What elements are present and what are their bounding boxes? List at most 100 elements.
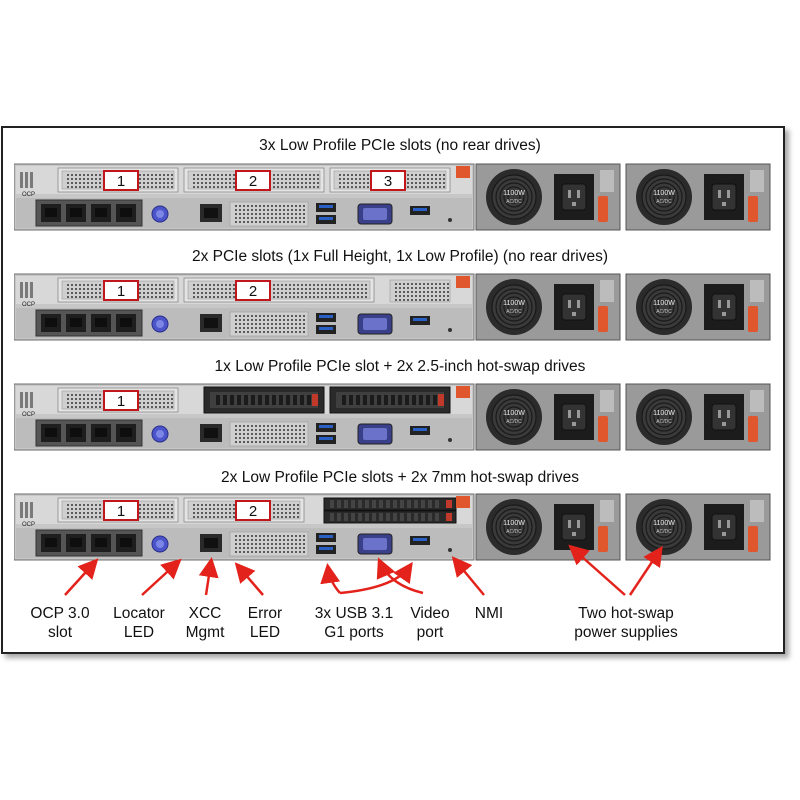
ocp-label: OCP	[22, 522, 35, 528]
psu-subtext: AC/DC	[656, 529, 672, 535]
psu-rating: 1100W	[653, 520, 675, 527]
video-port[interactable]	[357, 423, 393, 445]
callout-error-led: Error LED	[247, 605, 283, 641]
psu-subtext: AC/DC	[506, 419, 522, 425]
video-port[interactable]	[357, 533, 393, 555]
power-supply-1[interactable]: 1100W AC/DC	[475, 273, 621, 341]
config-title-2: 2x PCIe slots (1x Full Height, 1x Low Pr…	[191, 248, 609, 265]
slot-number: 2	[249, 173, 257, 190]
nmi-button[interactable]	[448, 548, 452, 552]
pcie-slot-1[interactable]: 1	[57, 277, 179, 303]
pcie-slot-3[interactable]: 3	[329, 167, 451, 193]
hot-swap-drive-1[interactable]	[203, 386, 325, 414]
latch[interactable]	[456, 386, 470, 398]
psu-rating: 1100W	[503, 300, 525, 307]
hot-swap-drive-2[interactable]	[329, 386, 451, 414]
latch[interactable]	[456, 166, 470, 178]
ocp-label: OCP	[22, 412, 35, 418]
slot-number: 3	[384, 173, 392, 190]
xcc-mgmt-port[interactable]	[200, 424, 222, 442]
7mm-drive-1[interactable]	[323, 497, 457, 511]
pcie-slot-1[interactable]: 1	[57, 387, 179, 413]
psu-subtext: AC/DC	[656, 309, 672, 315]
latch[interactable]	[456, 276, 470, 288]
psu-rating: 1100W	[503, 410, 525, 417]
slot-number: 2	[249, 283, 257, 300]
usb-port[interactable]	[316, 545, 336, 554]
usb-port[interactable]	[316, 423, 336, 432]
usb-port[interactable]	[316, 435, 336, 444]
callout-video-port: Video port	[410, 605, 450, 641]
callout-xcc-mgmt: XCC Mgmt	[185, 605, 225, 641]
vent-grille	[229, 421, 309, 447]
config-title-4: 2x Low Profile PCIe slots + 2x 7mm hot-s…	[221, 469, 579, 486]
ocp-slot[interactable]	[35, 529, 143, 557]
xcc-mgmt-port[interactable]	[200, 534, 222, 552]
psu-rating: 1100W	[653, 190, 675, 197]
psu-rating: 1100W	[653, 300, 675, 307]
server-rear-2: OCP 1 2 1100W AC/DC 1100W AC/DC	[14, 273, 771, 341]
slot-number: 1	[117, 283, 125, 300]
xcc-mgmt-port[interactable]	[200, 204, 222, 222]
psu-subtext: AC/DC	[656, 199, 672, 205]
power-supply-2[interactable]: 1100W AC/DC	[625, 273, 771, 341]
slot-number: 1	[117, 173, 125, 190]
usb-port[interactable]	[316, 533, 336, 542]
usb-port[interactable]	[316, 325, 336, 334]
locator-led-button[interactable]	[151, 315, 169, 333]
pcie-slot-2[interactable]: 2	[183, 497, 305, 523]
usb-port[interactable]	[316, 215, 336, 224]
ocp-slot[interactable]	[35, 309, 143, 337]
ocp-label: OCP	[22, 302, 35, 308]
power-supply-2[interactable]: 1100W AC/DC	[625, 383, 771, 451]
xcc-mgmt-port[interactable]	[200, 314, 222, 332]
usb-port[interactable]	[410, 316, 430, 325]
video-port[interactable]	[357, 313, 393, 335]
latch[interactable]	[456, 496, 470, 508]
nmi-button[interactable]	[448, 218, 452, 222]
locator-led-button[interactable]	[151, 205, 169, 223]
vent-grille	[229, 531, 309, 557]
config-title-1: 3x Low Profile PCIe slots (no rear drive…	[259, 137, 541, 154]
ocp-slot[interactable]	[35, 419, 143, 447]
pcie-slot-1[interactable]: 1	[57, 497, 179, 523]
server-rear-3: OCP 1 1100W AC/DC 1100W AC/DC	[14, 383, 771, 451]
psu-subtext: AC/DC	[656, 419, 672, 425]
pcie-slot-2[interactable]: 2	[183, 167, 325, 193]
vent-grille	[229, 201, 309, 227]
power-supply-1[interactable]: 1100W AC/DC	[475, 383, 621, 451]
nmi-button[interactable]	[448, 438, 452, 442]
config-title-3: 1x Low Profile PCIe slot + 2x 2.5-inch h…	[214, 358, 586, 375]
ocp-label: OCP	[22, 192, 35, 198]
ocp-slot[interactable]	[35, 199, 143, 227]
callout-locator-led: Locator LED	[113, 605, 165, 641]
callout-power-supplies: Two hot-swap power supplies	[574, 605, 678, 641]
usb-port[interactable]	[316, 313, 336, 322]
psu-subtext: AC/DC	[506, 309, 522, 315]
video-port[interactable]	[357, 203, 393, 225]
psu-subtext: AC/DC	[506, 199, 522, 205]
pcie-slot-2[interactable]: 2	[183, 277, 375, 303]
power-supply-2[interactable]: 1100W AC/DC	[625, 493, 771, 561]
usb-port[interactable]	[410, 426, 430, 435]
slot-number: 1	[117, 393, 125, 410]
usb-port[interactable]	[410, 206, 430, 215]
usb-port[interactable]	[316, 203, 336, 212]
psu-rating: 1100W	[653, 410, 675, 417]
slot-number: 1	[117, 503, 125, 520]
usb-port[interactable]	[410, 536, 430, 545]
locator-led-button[interactable]	[151, 425, 169, 443]
callout-nmi: NMI	[474, 605, 504, 622]
nmi-button[interactable]	[448, 328, 452, 332]
slot-number: 2	[249, 503, 257, 520]
power-supply-2[interactable]: 1100W AC/DC	[625, 163, 771, 231]
callout-usb-ports: 3x USB 3.1 G1 ports	[314, 605, 394, 641]
callout-ocp: OCP 3.0 slot	[30, 605, 90, 641]
7mm-drive-2[interactable]	[323, 510, 457, 524]
locator-led-button[interactable]	[151, 535, 169, 553]
psu-rating: 1100W	[503, 520, 525, 527]
pcie-slot-1[interactable]: 1	[57, 167, 179, 193]
